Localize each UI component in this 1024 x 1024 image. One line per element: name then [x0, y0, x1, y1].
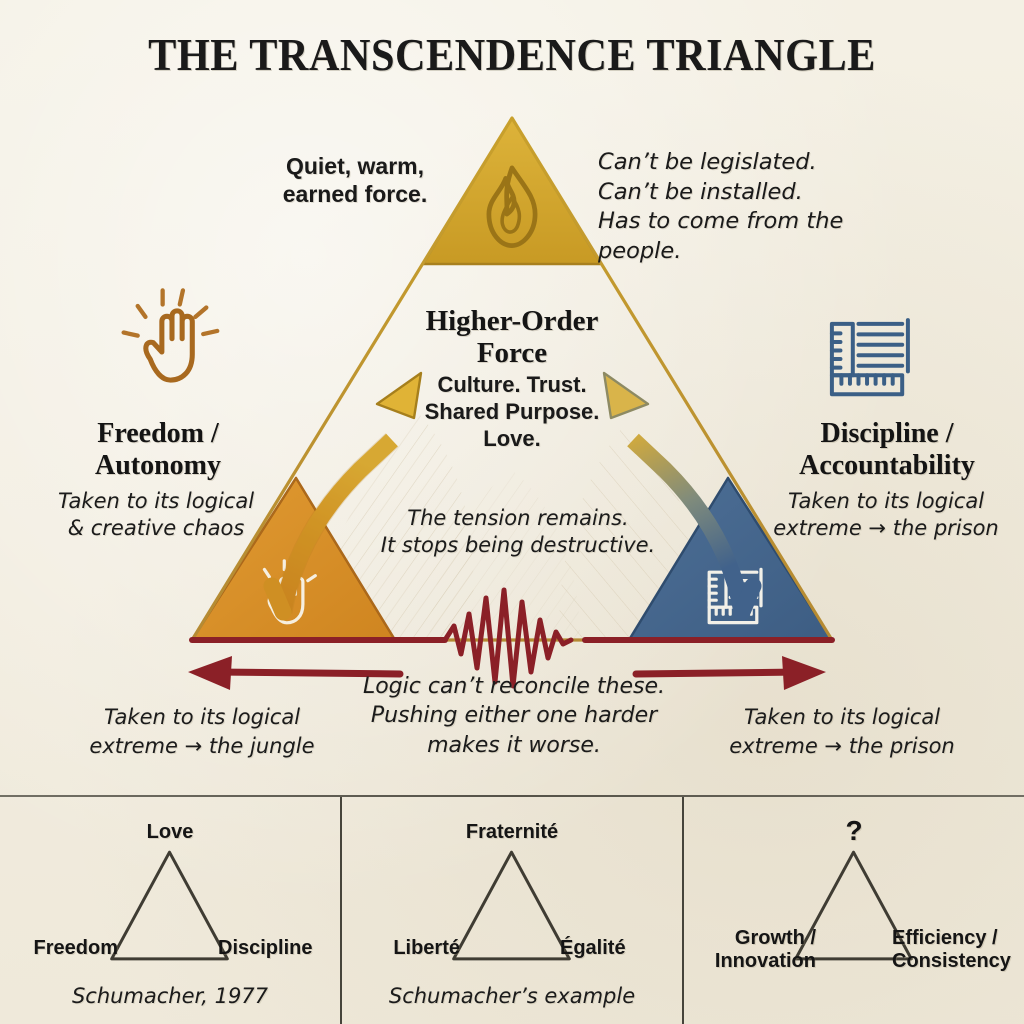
- right-vertex-title: Discipline /Accountability: [799, 418, 975, 481]
- left-tension-arrow: [188, 656, 404, 690]
- panel-right-label: Efficiency /Consistency: [892, 927, 1011, 972]
- panel-left-label: Liberté: [393, 937, 460, 959]
- flame-icon: [486, 165, 538, 248]
- apex-right-note: Can’t be legislated.Can’t be installed.H…: [598, 149, 844, 265]
- opposing-arrows: [188, 656, 826, 690]
- left-vertex-subtitle: Taken to its logical& creative chaos: [57, 489, 255, 540]
- tension-note: The tension remains.It stops being destr…: [380, 506, 656, 558]
- example-panel: ? Growth /Innovation Efficiency /Consist…: [684, 797, 1024, 1024]
- left-upward-arrow: [263, 371, 423, 621]
- lightning-zigzag-icon: [442, 587, 574, 689]
- open-hand-icon: [121, 288, 220, 383]
- triangle-outline: [190, 116, 834, 642]
- apex-left-note: Quiet, warm,earned force.: [282, 153, 428, 208]
- right-tension-arrow: [632, 656, 826, 690]
- section-divider: [0, 795, 1024, 797]
- panel-left-label: Growth /Innovation: [714, 927, 816, 972]
- ruler-document-icon: [829, 318, 910, 397]
- baseline-note: Logic can’t reconcile these.Pushing eith…: [362, 674, 666, 758]
- panel-left-label: Freedom: [33, 937, 118, 959]
- panel-apex-label: ?: [845, 815, 863, 846]
- panel-apex-label: Love: [146, 821, 194, 843]
- transcendence-triangle-diagram: [121, 116, 910, 690]
- higher-order-force-subheading: Culture. Trust.Shared Purpose.Love.: [424, 372, 600, 451]
- example-panel: Fraternité Liberté Égalité Schumacher’s …: [342, 797, 684, 1024]
- panel-caption: Schumacher’s example: [388, 984, 636, 1008]
- mini-triangle: [794, 850, 913, 961]
- panel-right-label: Discipline: [218, 937, 313, 959]
- mini-triangle: [110, 850, 229, 961]
- right-upward-arrow: [602, 371, 762, 621]
- tension-baseline: [189, 587, 835, 689]
- panel-caption: Schumacher, 1977: [71, 984, 269, 1008]
- panel-right-label: Égalité: [560, 937, 626, 959]
- example-panel: Love Freedom Discipline Schumacher, 1977: [0, 797, 342, 1024]
- left-vertex-title: Freedom /Autonomy: [94, 418, 221, 481]
- example-panels: Love Freedom Discipline Schumacher, 1977…: [0, 797, 1024, 1024]
- panel-apex-label: Fraternité: [465, 821, 559, 843]
- mini-triangle: [452, 850, 571, 961]
- page-title: THE TRANSCENDENCE TRIANGLE: [148, 29, 876, 80]
